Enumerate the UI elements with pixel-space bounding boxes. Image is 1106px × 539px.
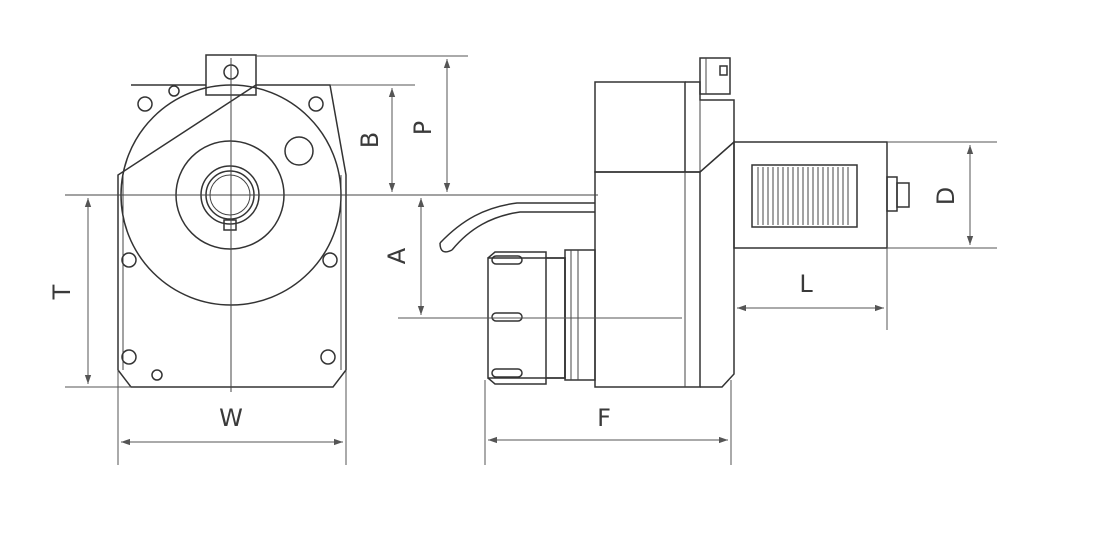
bolt-hole	[168, 85, 180, 97]
label-P: P	[409, 121, 437, 135]
nut-slot	[491, 368, 523, 378]
thread-region	[751, 164, 858, 228]
nut-slot	[491, 255, 523, 265]
bolt-hole	[320, 349, 336, 365]
shank-tip	[886, 176, 898, 212]
shank	[733, 141, 888, 249]
main-body	[594, 171, 701, 388]
label-T: T	[48, 284, 76, 300]
bolt-hole	[151, 369, 163, 381]
bolt-hole	[322, 252, 338, 268]
coolant-pipe	[439, 202, 595, 244]
motor-block	[594, 81, 686, 173]
thread-lines	[757, 167, 849, 225]
label-D: D	[932, 187, 960, 205]
label-A: A	[383, 247, 411, 264]
dimensions	[65, 55, 997, 465]
label-F: F	[597, 404, 611, 432]
clamp-screw	[699, 57, 731, 95]
housing-outline	[117, 84, 347, 388]
dimension-labels: W T B P A F L D	[48, 121, 960, 432]
side-view	[439, 57, 910, 388]
nut-slot	[491, 312, 523, 322]
keyway	[223, 219, 237, 231]
label-W: W	[219, 404, 243, 432]
label-L: L	[799, 270, 813, 298]
coolant-port	[284, 136, 314, 166]
spindle-neck	[564, 249, 596, 381]
bolt-hole	[121, 252, 137, 268]
bolt-hole	[308, 96, 324, 112]
bolt-hole	[121, 349, 137, 365]
front-view	[117, 54, 347, 392]
shank-nut	[896, 182, 910, 208]
bolt-hole	[137, 96, 153, 112]
label-B: B	[356, 132, 384, 148]
